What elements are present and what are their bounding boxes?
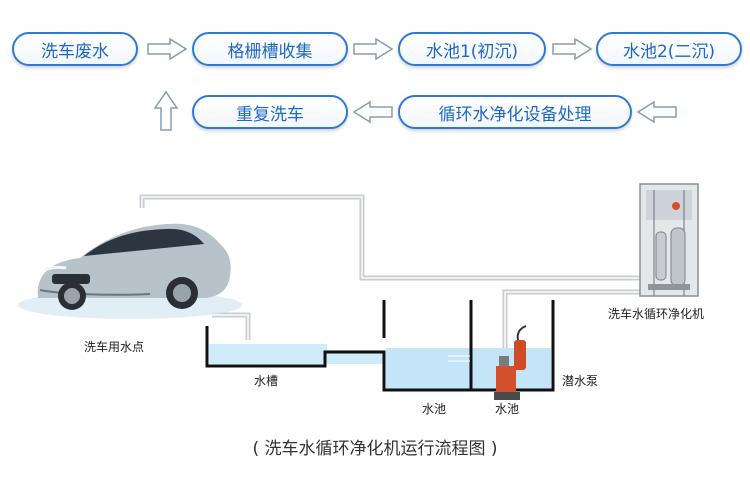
label-pool-1: 水池	[422, 402, 447, 416]
tank-water	[209, 344, 327, 364]
label-machine: 洗车水循环净化机	[608, 307, 705, 321]
label-car-point: 洗车用水点	[84, 340, 145, 354]
arrow-left-icon	[636, 100, 677, 124]
arrow-right-icon	[552, 37, 593, 61]
step-grille-tank: 格栅槽收集	[192, 32, 348, 66]
step-purification: 循环水净化设备处理	[398, 95, 632, 129]
step-reuse-wash: 重复洗车	[192, 95, 348, 129]
diagram-caption: ( 洗车水循环净化机运行流程图 )	[252, 439, 498, 459]
arrow-up-icon	[153, 90, 179, 131]
purification-machine-icon	[639, 183, 699, 297]
step-pool-1: 水池1(初沉)	[398, 32, 546, 66]
arrow-right-icon	[147, 37, 188, 61]
car-icon	[37, 223, 231, 310]
pool-1-water	[386, 348, 470, 390]
pump-icon	[494, 325, 527, 400]
step-pool-2: 水池2(二沉)	[596, 32, 742, 66]
label-tank: 水槽	[254, 374, 279, 388]
label-pump: 潜水泵	[562, 374, 599, 388]
step-wash-wastewater: 洗车废水	[12, 32, 138, 66]
label-pool-2: 水池	[495, 402, 520, 416]
arrow-right-icon	[353, 37, 394, 61]
arrow-left-icon	[352, 100, 393, 124]
